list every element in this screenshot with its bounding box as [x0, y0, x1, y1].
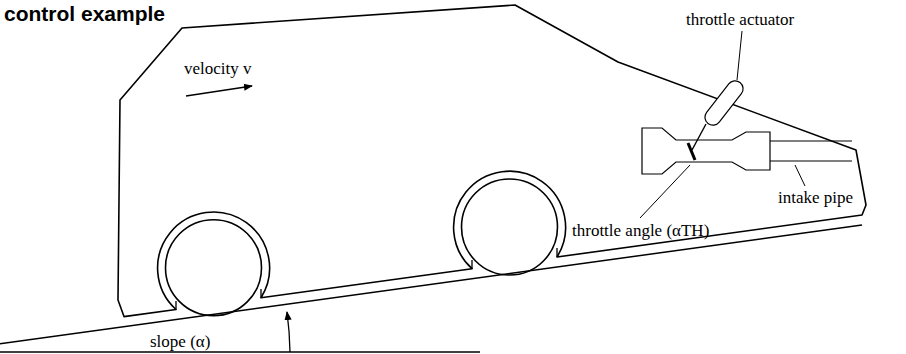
- slope-line: [0, 225, 862, 344]
- throttle-actuator: [702, 78, 747, 129]
- car-body: [118, 5, 866, 317]
- part-label: velocity v: [184, 60, 252, 77]
- sill-detail: [176, 248, 557, 310]
- front-wheel: [462, 179, 558, 275]
- part-label: throttle angle (αTH): [572, 222, 709, 239]
- throttle-body: [642, 128, 770, 174]
- leader-line: [795, 165, 805, 186]
- rear-wheel: [166, 220, 262, 316]
- leader-line: [640, 165, 690, 218]
- horizontal-line: [0, 351, 480, 353]
- leader-line: [737, 31, 742, 80]
- part-label: throttle actuator: [686, 11, 794, 28]
- actuator-rod: [692, 124, 706, 150]
- part-label: intake pipe: [778, 189, 853, 206]
- intake-pipe: [770, 141, 852, 161]
- part-label: slope (α): [150, 333, 210, 350]
- slope-angle-arc: [287, 312, 290, 352]
- title: control example: [4, 3, 165, 24]
- velocity-arrow: [186, 86, 252, 96]
